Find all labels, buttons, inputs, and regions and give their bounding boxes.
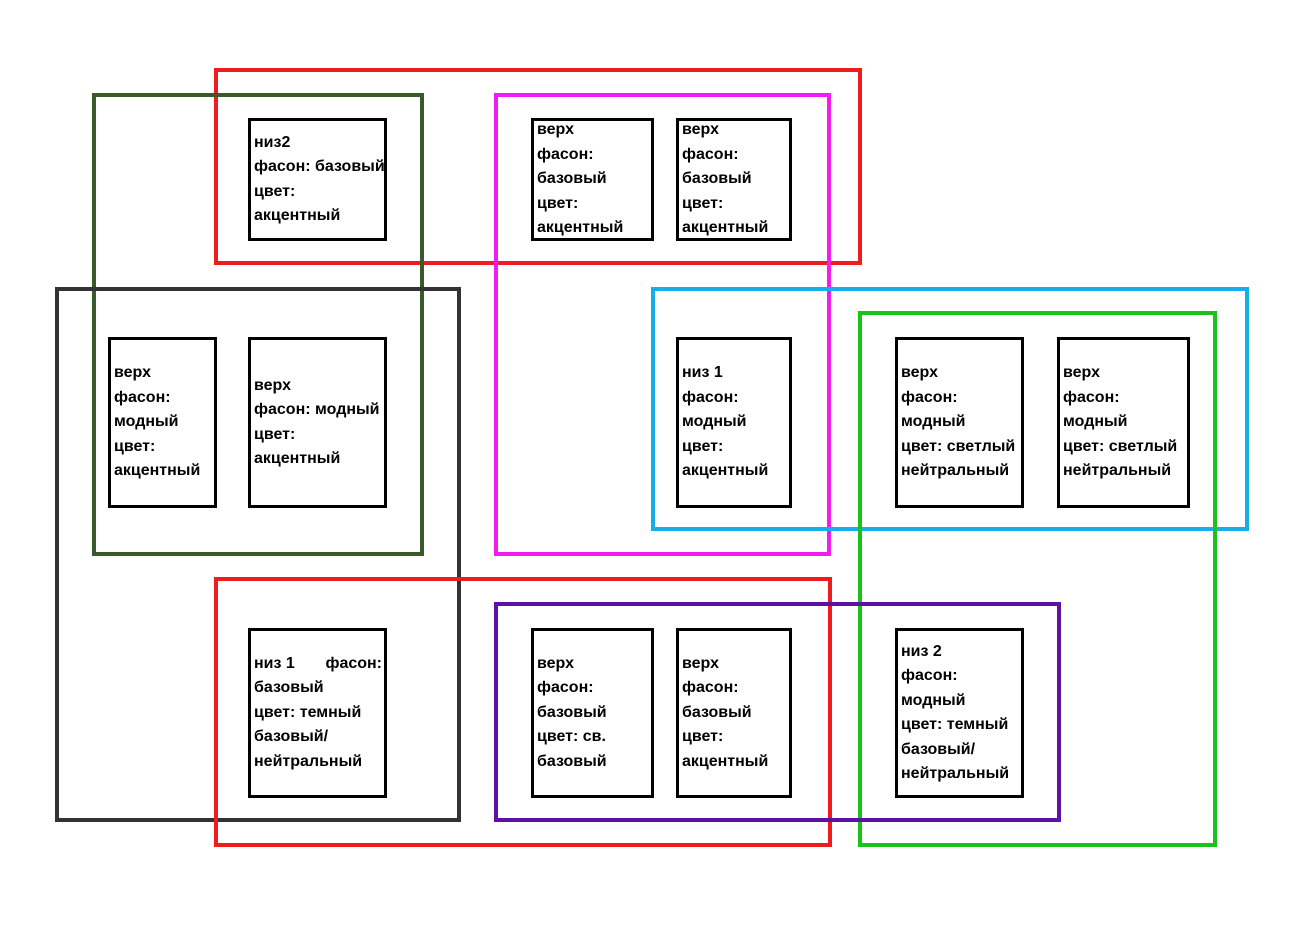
card-line: низ 2 — [901, 642, 942, 660]
group-outline-magenta — [494, 93, 831, 556]
card-line: верх — [901, 364, 938, 382]
card-line: модный — [901, 691, 966, 709]
card-line: низ2 — [254, 133, 291, 151]
card-top-fashion-light-neutral-2: верх фасон: модный цвет: светлый нейтральный — [1057, 337, 1190, 508]
card-line: базовый — [682, 703, 752, 721]
card-top-basic-light-basic: верх фасон: базовый цвет: св. базовый — [531, 628, 654, 798]
card-line: модный — [1063, 413, 1128, 431]
card-line: верх — [1063, 364, 1100, 382]
card-line: базовый — [537, 170, 607, 188]
card-line: фасон: — [537, 679, 594, 697]
card-line: фасон: — [682, 145, 739, 163]
card-top-basic-accent-1: верх фасон: базовый цвет: акцентный — [531, 118, 654, 241]
card-line: низ 1 — [682, 364, 723, 382]
card-line: фасон: модный — [254, 401, 380, 418]
card-line: базовый/ — [254, 728, 329, 746]
card-line: акцентный — [682, 462, 769, 480]
card-line: цвет: — [114, 437, 156, 455]
card-line: акцентный — [114, 462, 201, 480]
group-outline-charcoal — [55, 287, 461, 822]
card-line: фасон: — [537, 145, 594, 163]
card-line: цвет: темный — [254, 703, 362, 721]
card-top-fashion-light-neutral-1: верх фасон: модный цвет: светлый нейтральный — [895, 337, 1024, 508]
card-line: фасон: — [114, 388, 171, 406]
card-line: фасон: — [682, 388, 739, 406]
card-top-basic-accent-2: верх фасон: базовый цвет: акцентный — [676, 118, 792, 241]
card-body-lines: базовый цвет: темный базовый/нейтральный — [254, 676, 382, 774]
card-bottom1-basic-dark: низ 1 фасон: базовый цвет: темный базовый/… — [248, 628, 387, 798]
card-line: цвет: — [537, 194, 579, 212]
card-line: фасон: — [901, 388, 958, 406]
card-line: верх — [682, 654, 719, 672]
group-outline-red-bottom — [214, 577, 832, 847]
card-line: цвет: темный — [901, 716, 1009, 733]
card-line: цвет: светлый — [901, 437, 1016, 455]
card-header-row: низ 1 фасон: — [254, 652, 382, 677]
card-line: базовый — [682, 170, 752, 188]
card-line: нейтральный — [1063, 462, 1172, 480]
card-line: базовый/ — [901, 740, 976, 758]
card-line: верх — [114, 364, 151, 382]
card-line: цвет: — [682, 437, 724, 455]
card-line: цвет: светлый — [1063, 437, 1178, 455]
card-line: базовый — [537, 752, 607, 770]
card-top-fashion-accent-2: верх фасон: модный цвет: акцентный — [248, 337, 387, 508]
group-outline-purple — [494, 602, 1061, 822]
card-line: верх — [682, 121, 719, 139]
card-line: верх — [537, 121, 574, 139]
card-bottom2-basic-accent: низ2 фасон: базовый цвет: акцентный — [248, 118, 387, 241]
card-line: фасон: — [901, 667, 958, 684]
card-line: акцентный — [682, 219, 769, 237]
card-line: цвет: св. — [537, 728, 606, 746]
card-line: акцентный — [682, 752, 769, 770]
card-line: цвет: — [254, 425, 296, 443]
group-outline-dark-green — [92, 93, 424, 556]
card-line: модный — [114, 413, 179, 431]
card-line: базовый — [254, 679, 324, 697]
card-bottom1-fashion-accent: низ 1 фасон: модный цвет: акцентный — [676, 337, 792, 508]
card-line: модный — [901, 413, 966, 431]
card-top-basic-accent-3: верх фасон: базовый цвет: акцентный — [676, 628, 792, 798]
group-outline-red-top — [214, 68, 862, 265]
card-line: цвет: — [254, 182, 296, 200]
card-line: верх — [537, 654, 574, 672]
card-line: нейтральный — [901, 765, 1010, 782]
card-line: нейтральный — [254, 752, 363, 770]
card-line: акцентный — [254, 207, 341, 224]
group-outline-green — [858, 311, 1217, 847]
card-line: нейтральный — [901, 462, 1010, 480]
card-line: цвет: — [682, 194, 724, 212]
card-line: акцентный — [254, 450, 341, 467]
group-outline-light-blue — [651, 287, 1249, 531]
card-header-left: низ 1 — [254, 654, 295, 672]
card-line: модный — [682, 413, 747, 431]
card-top-fashion-accent-1: верх фасон: модный цвет: акцентный — [108, 337, 217, 508]
card-line: фасон: — [1063, 388, 1120, 406]
card-line: акцентный — [537, 219, 624, 237]
card-line: верх — [254, 376, 291, 394]
card-bottom2-fashion-dark: низ 2 фасон: модный цвет: темный базовый/ней… — [895, 628, 1024, 798]
card-line: цвет: — [682, 728, 724, 746]
card-line: фасон: базовый — [254, 158, 385, 175]
card-line: фасон: — [682, 679, 739, 697]
card-line: базовый — [537, 703, 607, 721]
card-header-right: фасон: — [325, 654, 382, 672]
